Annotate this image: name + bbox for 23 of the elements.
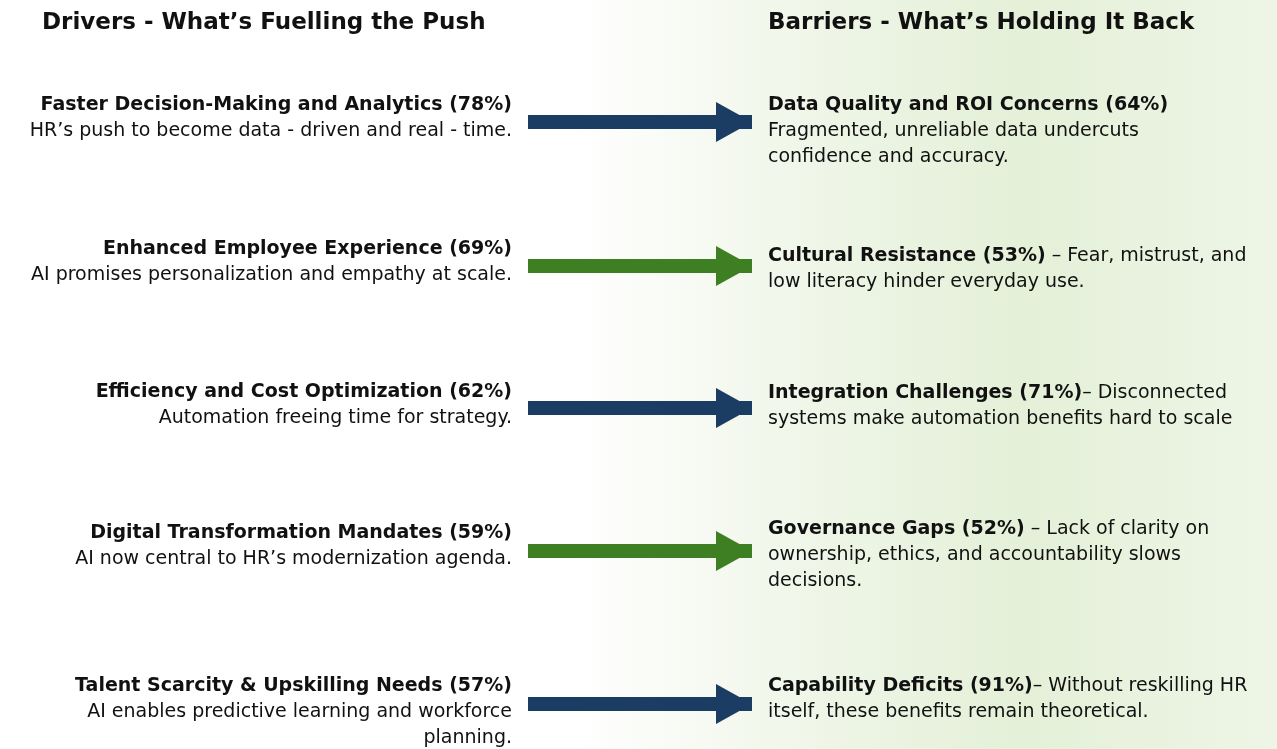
column-heading: Drivers - What’s Fuelling the Push — [42, 8, 486, 34]
item-heading: Enhanced Employee Experience (69%) — [101, 235, 512, 260]
arrow — [528, 102, 752, 142]
arrow — [528, 684, 752, 724]
item-heading: Efficiency and Cost Optimization (62%) — [94, 378, 512, 403]
item-description: AI now central to HR’s modernization agenda. — [74, 545, 512, 570]
item-text: Integration Challenges (71%)– Disconnected systems make automation benefits hard to scale — [768, 379, 1234, 430]
item-description: Automation freeing time for strategy. — [157, 404, 512, 429]
item-text: Cultural Resistance (53%) – Fear, mistrust, and low literacy hinder everyday use. — [768, 242, 1248, 293]
item-heading: Digital Transformation Mandates (59%) — [89, 519, 512, 544]
column-heading: Barriers - What’s Holding It Back — [768, 8, 1195, 34]
item-description: AI enables predictive learning and workforce planning. — [86, 698, 512, 749]
item-description: AI promises personalization and empathy at scale. — [30, 261, 512, 286]
arrow — [528, 246, 752, 286]
arrow — [528, 388, 752, 428]
item-heading: Data Quality and ROI Concerns (64%) — [768, 91, 1170, 116]
item-heading: Talent Scarcity & Upskilling Needs (57%) — [74, 672, 512, 697]
arrow — [528, 531, 752, 571]
item-description: Fragmented, unreliable data undercuts confidence and accuracy. — [768, 117, 1140, 168]
item-heading: Faster Decision-Making and Analytics (78%) — [39, 91, 512, 116]
item-text: Capability Deficits (91%)– Without reskilling HR itself, these benefits remain theoretical. — [768, 672, 1249, 723]
item-description: HR’s push to become data - driven and real - time. — [28, 117, 512, 142]
item-text: Governance Gaps (52%) – Lack of clarity on ownership, ethics, and accountability slows decisions. — [768, 515, 1211, 592]
